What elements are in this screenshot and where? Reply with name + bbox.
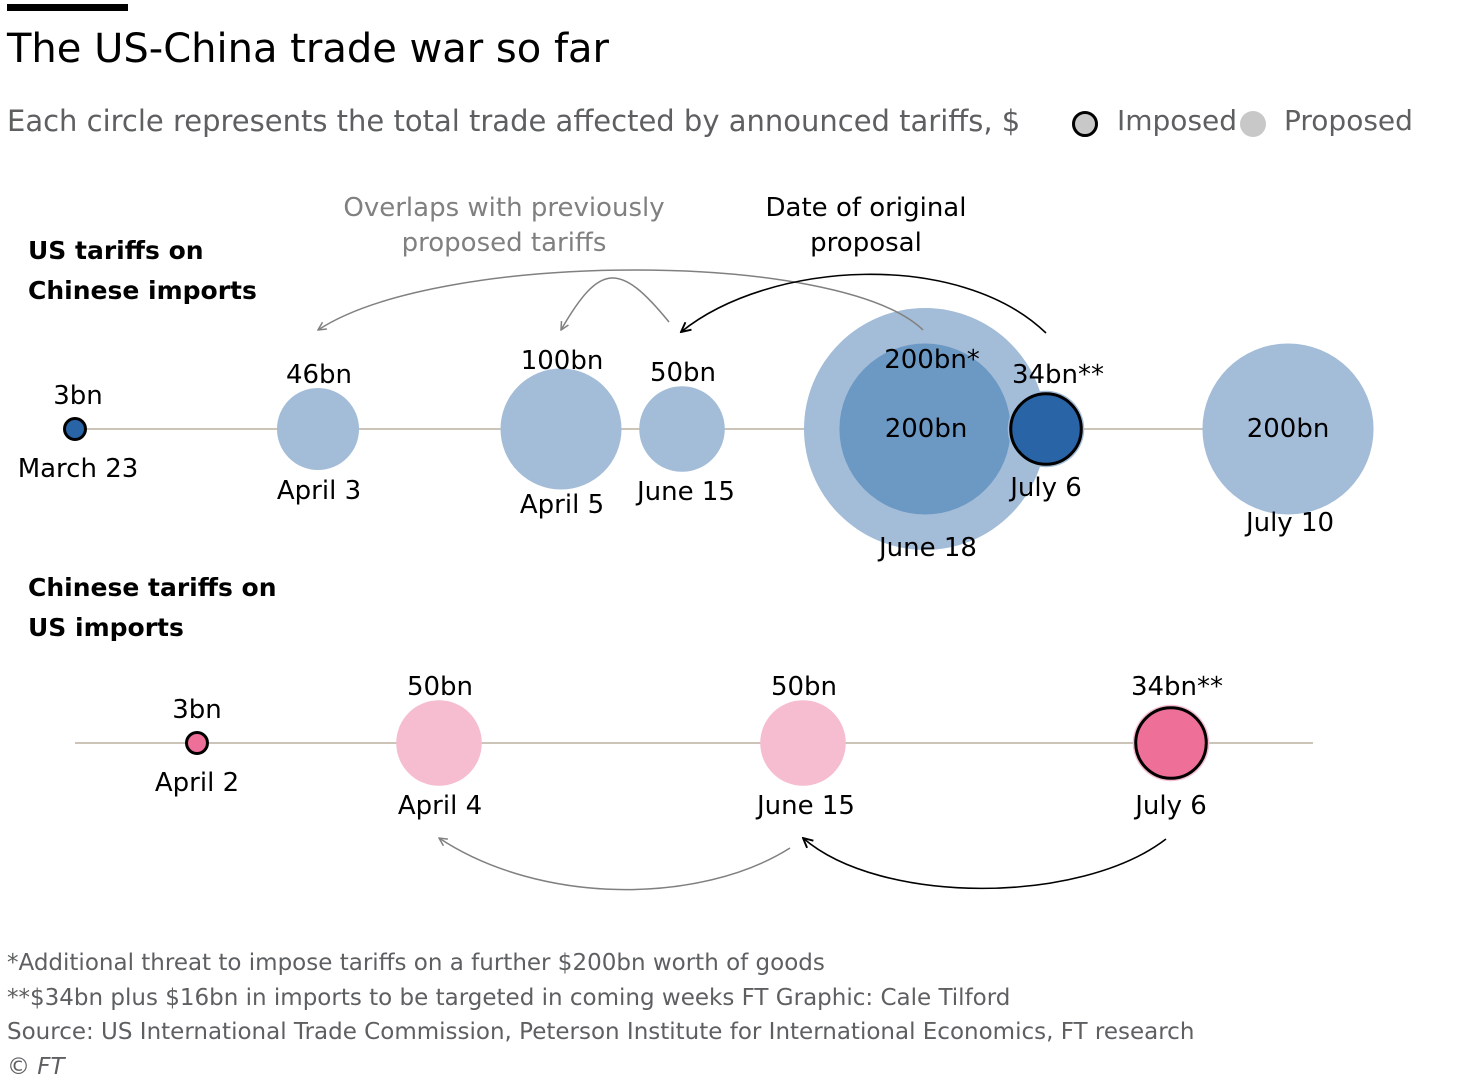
us-value-label: 3bn (53, 381, 103, 411)
us-value-label: 34bn** (1012, 360, 1104, 390)
china-bubble-april-4 (396, 700, 482, 786)
us-date-label: June 15 (635, 477, 735, 507)
us-date-label: June 18 (877, 533, 977, 563)
us-bubble-june-15 (639, 386, 725, 472)
us-value-label: 50bn (650, 358, 716, 388)
us-value-label: 100bn (521, 346, 604, 376)
china-date-label: June 15 (755, 791, 855, 821)
us-date-label: March 23 (18, 454, 139, 484)
overlaps-annotation-line1: Overlaps with previously (343, 193, 664, 223)
china-date-label: April 2 (155, 768, 239, 798)
copyright: © FT (7, 1050, 1194, 1084)
original-arrow-july6-to-june15 (681, 274, 1046, 333)
us-value-label: 200bn (1247, 414, 1330, 444)
original-proposal-annotation-line2: proposal (810, 228, 922, 258)
us-bubble-april-3 (277, 388, 359, 470)
us-date-label: July 10 (1244, 508, 1334, 538)
china-date-label: April 4 (398, 791, 482, 821)
china-bubble-june-15 (760, 700, 846, 786)
us-date-label: July 6 (1008, 473, 1082, 503)
china-value-label: 50bn (407, 672, 473, 702)
us-bubble-march-23 (65, 419, 86, 440)
china-value-label: 3bn (172, 695, 222, 725)
original-arrow-july6-to-june15-china (803, 838, 1166, 888)
china-value-label: 50bn (771, 672, 837, 702)
footnote-1: *Additional threat to impose tariffs on … (7, 946, 1194, 981)
us-bubble-april-5 (501, 369, 622, 490)
us-date-label: April 5 (520, 490, 604, 520)
source-note: Source: US International Trade Commissio… (7, 1015, 1194, 1050)
china-date-label: July 6 (1133, 791, 1207, 821)
footnote-2: **$34bn plus $16bn in imports to be targ… (7, 981, 1194, 1016)
overlaps-annotation-line2: proposed tariffs (402, 228, 607, 258)
footnotes: *Additional threat to impose tariffs on … (7, 946, 1194, 1084)
china-bubble-july-6 (1136, 708, 1207, 779)
china-value-label: 34bn** (1131, 672, 1223, 702)
original-proposal-annotation-line1: Date of original (766, 193, 967, 223)
china-bubble-april-2 (187, 733, 208, 754)
overlap-arrow-june15-to-april5 (561, 278, 669, 330)
us-inner-value-label: 200bn (885, 414, 968, 444)
us-bubble-july-6 (1011, 394, 1082, 465)
overlap-arrow-june15-to-april4 (439, 838, 790, 890)
us-value-label: 200bn* (884, 345, 980, 375)
us-value-label: 46bn (286, 360, 352, 390)
us-date-label: April 3 (277, 476, 361, 506)
